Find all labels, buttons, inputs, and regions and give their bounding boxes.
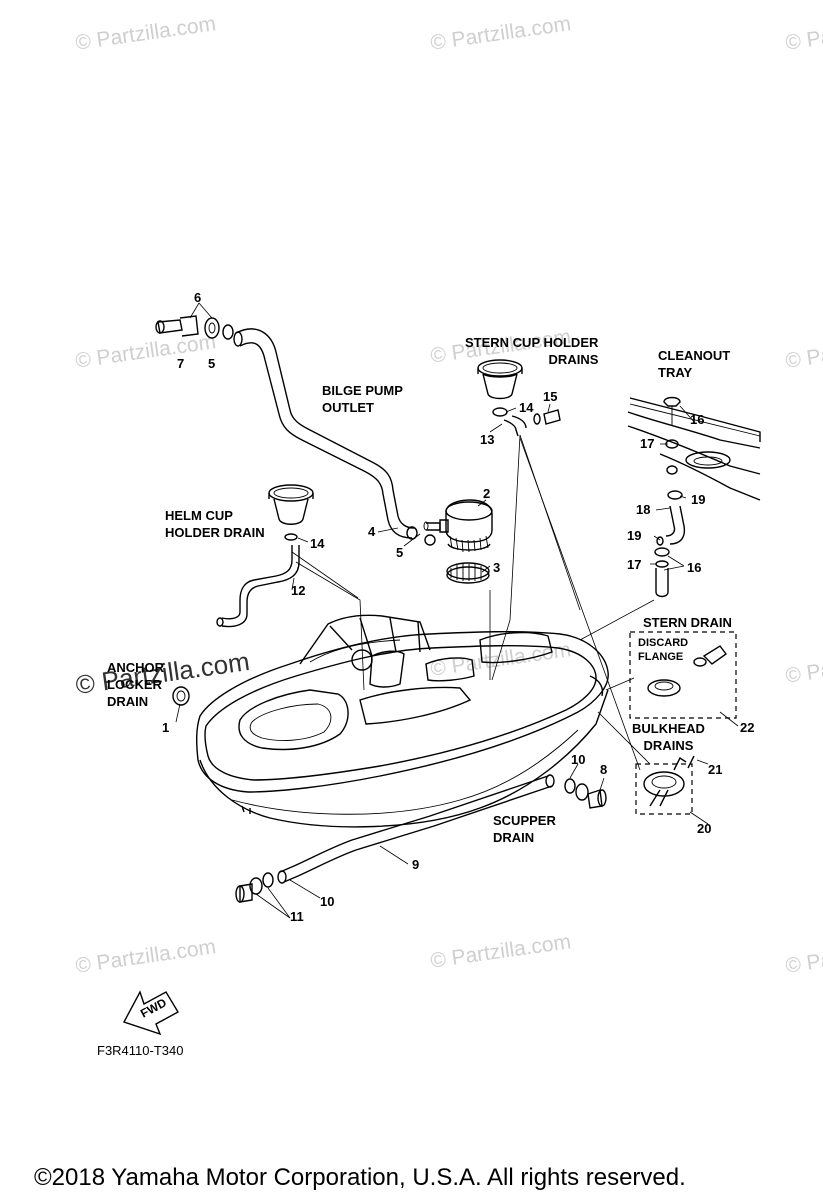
diagram-code: F3R4110-T340 (97, 1043, 184, 1058)
part-number: 19 (627, 528, 642, 543)
part-number: 14 (519, 400, 534, 415)
scupper-fitting-aft (564, 778, 607, 809)
bilge-pump-drawing (423, 499, 493, 553)
bulkhead-drain-box (635, 763, 693, 815)
part-number: 22 (740, 720, 755, 735)
copyright-notice: ©2018 Yamaha Motor Corporation, U.S.A. A… (34, 1164, 686, 1191)
boat-hull-drawing (172, 614, 609, 828)
fwd-arrow-icon (122, 990, 179, 1036)
part-number: 17 (627, 557, 642, 572)
part-number: 9 (412, 857, 420, 872)
part-number: 19 (691, 492, 706, 507)
part-number: 6 (194, 290, 202, 305)
callout-bilge-pump-outlet: BILGE PUMP OUTLET (322, 383, 403, 415)
part-number: 11 (290, 909, 304, 924)
cleanout-tray-drawing (627, 396, 761, 598)
part-number: 7 (177, 356, 185, 371)
callout-stern-drain: STERN DRAIN (643, 615, 732, 630)
part-number: 14 (310, 536, 325, 551)
callout-scupper-drain: SCUPPER DRAIN (493, 813, 556, 845)
part-number: 17 (640, 436, 655, 451)
part-number: 10 (571, 752, 586, 767)
part-number: 16 (687, 560, 702, 575)
callout-anchor-locker-drain: ANCHOR LOCKER DRAIN (107, 660, 165, 709)
part-number: 2 (483, 486, 491, 501)
part-number: 3 (493, 560, 501, 575)
part-number: 21 (708, 762, 723, 777)
scupper-hose-drawing (277, 774, 555, 884)
callout-discard-flange: DISCARD FLANGE (638, 637, 689, 663)
part-number: 20 (697, 821, 712, 836)
part-number: 8 (600, 762, 608, 777)
outlet-hose-drawing (233, 328, 418, 540)
part-number: 5 (396, 545, 404, 560)
part-number: 18 (636, 502, 651, 517)
bulkhead-drain-drawing (643, 755, 695, 807)
part-number: 13 (480, 432, 495, 447)
callout-helm-cup-holder-drain: HELM CUP HOLDER DRAIN (165, 508, 265, 540)
scupper-fitting-fwd (235, 872, 274, 903)
part-number: 16 (690, 412, 705, 427)
stern-drain-flange-drawing (647, 645, 727, 697)
thru-hull-fitting-drawing (155, 315, 234, 340)
part-number: 5 (208, 356, 216, 371)
stern-cup-holder-drawing (477, 359, 561, 437)
part-number: 12 (291, 583, 306, 598)
callout-bulkhead-drains: BULKHEAD DRAINS (632, 721, 705, 753)
part-number: 15 (543, 389, 558, 404)
strainer-drawing (446, 562, 490, 584)
part-number: 1 (162, 720, 170, 735)
part-number: 4 (368, 524, 376, 539)
callout-cleanout-tray: CLEANOUT TRAY (658, 348, 731, 380)
callout-stern-cup-holder-drains: STERN CUP HOLDER DRAINS (465, 335, 599, 367)
part-number: 10 (320, 894, 335, 909)
helm-cup-holder-drawing (268, 484, 314, 541)
stern-drain-box (629, 631, 737, 719)
